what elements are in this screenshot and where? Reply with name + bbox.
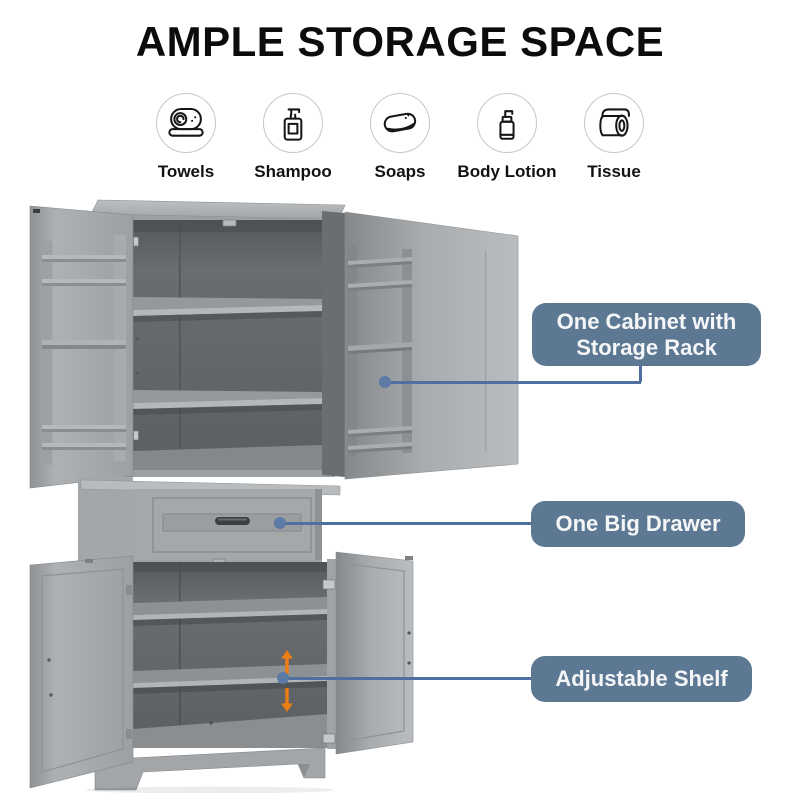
feature-label: Tissue [587, 162, 641, 181]
drawer-front-outline [152, 497, 312, 553]
rack-rails [348, 257, 412, 453]
door-panel-outline [41, 568, 124, 773]
callout-cabinet-with-storage-rack: One Cabinet with Storage Rack [532, 303, 761, 366]
bottom-cabinet [29, 551, 414, 793]
callout-cabinet-connector [385, 381, 641, 384]
feature-icon-row: Towels Shampoo [143, 93, 657, 182]
drawer-handle [215, 517, 250, 525]
top-cabinet [29, 199, 519, 489]
feature-tissue: Tissue [571, 93, 657, 182]
callout-line: One Cabinet with [556, 308, 737, 334]
left-stile [78, 477, 133, 563]
floor-shadow [85, 786, 335, 793]
shelf-pin-hole [135, 337, 139, 341]
middle-drawer-section [78, 477, 341, 567]
lotion-icon-circle [477, 93, 537, 153]
base-plinth [85, 747, 335, 793]
feature-label: Shampoo [254, 162, 332, 181]
soap-bar-icon [383, 112, 417, 133]
adjust-up-arrow-icon [281, 650, 293, 674]
lotion-pump-bottle-icon [499, 110, 515, 140]
hinge [322, 579, 336, 590]
door-latch [222, 219, 237, 227]
fixed-shelf [133, 597, 327, 626]
hinge [133, 430, 139, 441]
hinge [33, 209, 40, 213]
callout-one-big-drawer: One Big Drawer [531, 501, 745, 547]
tissue-roll-icon [599, 108, 630, 137]
rack-bracket [42, 241, 52, 465]
cabinet-product-image [29, 199, 519, 793]
feature-shampoo: Shampoo [250, 93, 336, 182]
rack-bracket [402, 249, 412, 453]
hinge [405, 556, 413, 560]
callout-drawer-connector [280, 522, 531, 525]
callout-adjustable-shelf: Adjustable Shelf [531, 656, 752, 702]
feature-body-lotion: Body Lotion [457, 93, 557, 182]
feature-soaps: Soaps [357, 93, 443, 182]
hinge [126, 585, 132, 595]
shampoo-pump-bottle-icon [283, 108, 303, 141]
feature-towels: Towels [143, 93, 229, 182]
hinge [133, 236, 139, 247]
hinge [126, 729, 132, 739]
feature-label: Towels [157, 162, 215, 181]
towel-roll-icon [168, 107, 204, 137]
tissue-icon-circle [584, 93, 644, 153]
callout-cabinet-dot [379, 376, 391, 388]
shelf-pin-hole [135, 371, 139, 375]
right-stile [327, 559, 336, 749]
bottom-left-door [29, 555, 134, 789]
callout-shelf-connector [283, 677, 531, 680]
bottom-interior [133, 562, 327, 748]
callout-shelf-dot [277, 672, 289, 684]
bottom-right-door [335, 551, 414, 755]
callout-line: Storage Rack [576, 334, 717, 360]
callout-drawer-dot [274, 517, 286, 529]
soap-icon-circle [370, 93, 430, 153]
shampoo-icon-circle [263, 93, 323, 153]
right-door-storage-rack [322, 211, 519, 480]
top-interior-floor [133, 445, 322, 470]
feature-label: Soaps [374, 162, 426, 181]
top-shelf-1 [133, 297, 322, 322]
callout-line: Adjustable Shelf [555, 666, 728, 691]
adjust-down-arrow-icon [281, 688, 293, 712]
rack-rails [42, 255, 126, 450]
hinge [322, 733, 336, 744]
shelf-pin-hole [47, 658, 51, 662]
feature-label: Body Lotion [457, 162, 557, 181]
top-shelf-2 [133, 390, 322, 415]
big-drawer [152, 497, 312, 553]
door-panel-outline [345, 563, 405, 742]
callout-line: One Big Drawer [555, 511, 721, 536]
top-interior [133, 219, 322, 470]
callout-cabinet-connector-vertical [639, 365, 642, 382]
hinge [85, 559, 93, 563]
door-edge [322, 211, 345, 477]
left-door-storage-rack [29, 205, 139, 489]
shelf-pin-hole [49, 693, 53, 697]
foot-notch [298, 764, 310, 778]
bottom-interior-floor [133, 714, 327, 748]
towel-roll-icon-circle [156, 93, 216, 153]
page-title: AMPLE STORAGE SPACE [135, 18, 665, 65]
